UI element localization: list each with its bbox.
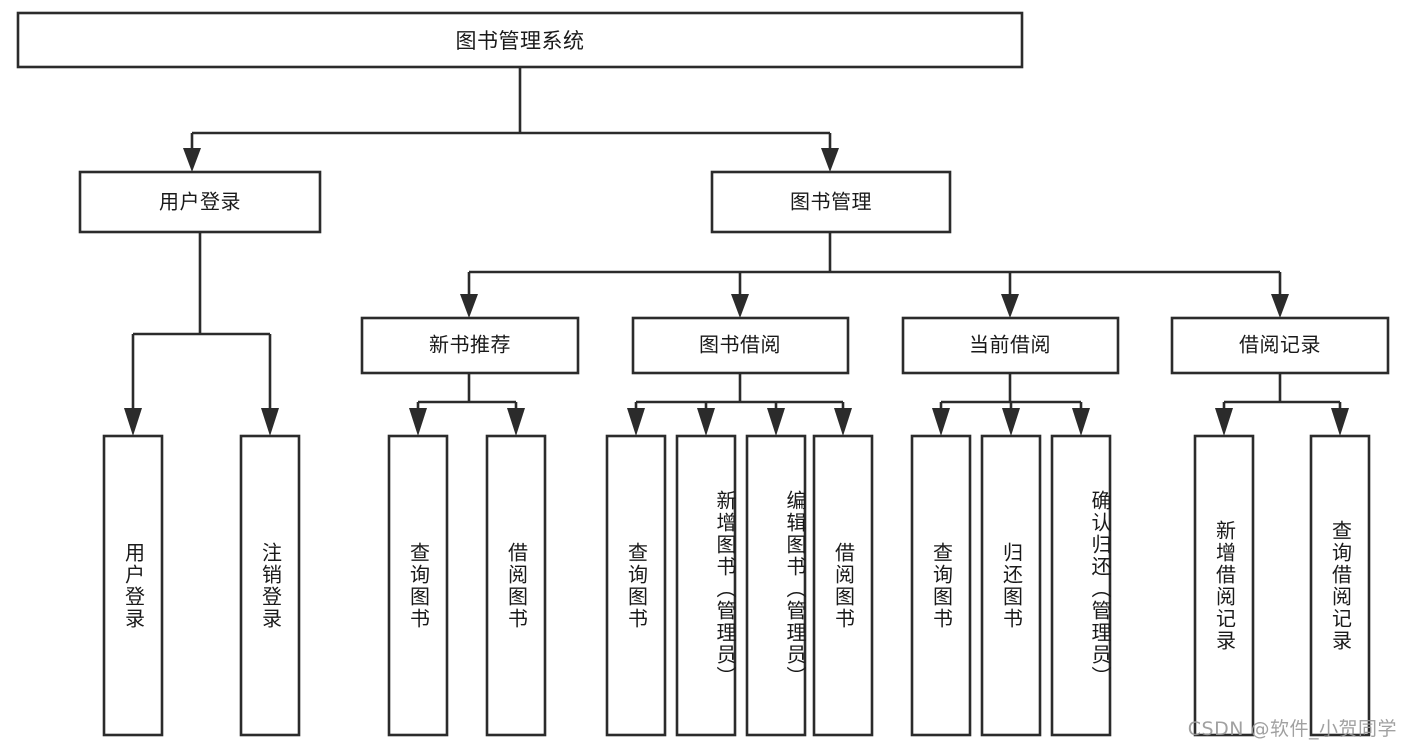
leaf-book-borrow-0[interactable]: [605, 434, 667, 737]
arrow-bookborrow-leaf4: [834, 408, 852, 436]
arrow-newbook-leaf1: [409, 408, 427, 436]
label-root-system: 图书管理系统: [456, 29, 585, 53]
arrow-bookborrow: [731, 294, 749, 318]
leaf-new-book-0[interactable]: [387, 434, 449, 737]
arrow-user-login: [183, 148, 201, 172]
label-new-book-recommend: 新书推荐: [429, 333, 511, 357]
node-box-group: [16, 11, 1390, 737]
leaf-borrow-record-1[interactable]: [1309, 434, 1371, 737]
label-current-borrow: 当前借阅: [969, 333, 1051, 357]
label-book-manage: 图书管理: [790, 190, 872, 214]
node-new-book-recommend[interactable]: [360, 316, 580, 375]
node-user-login[interactable]: [78, 170, 322, 234]
leaf-borrow-record-0[interactable]: [1193, 434, 1255, 737]
leaf-book-borrow-1[interactable]: [675, 434, 737, 737]
arrow-borrowrecord: [1271, 294, 1289, 318]
label-user-login: 用户登录: [159, 190, 241, 214]
arrow-bookborrow-leaf2: [697, 408, 715, 436]
arrow-currentborrow-leaf2: [1002, 408, 1020, 436]
leaf-new-book-1[interactable]: [485, 434, 547, 737]
leaf-current-borrow-2[interactable]: [1050, 434, 1112, 737]
arrow-newbook: [460, 294, 478, 318]
node-root-system[interactable]: [16, 11, 1024, 69]
label-book-borrow: 图书借阅: [699, 333, 781, 357]
arrow-leaf-user-login: [124, 408, 142, 436]
arrow-currentborrow-leaf3: [1072, 408, 1090, 436]
leaf-book-borrow-2[interactable]: [745, 434, 807, 737]
arrow-borrowrecord-leaf1: [1215, 408, 1233, 436]
arrow-currentborrow: [1001, 294, 1019, 318]
arrow-leaf-logout: [261, 408, 279, 436]
arrow-bookborrow-leaf3: [767, 408, 785, 436]
leaf-current-borrow-1[interactable]: [980, 434, 1042, 737]
label-borrow-record: 借阅记录: [1239, 333, 1321, 357]
node-label-group: 图书管理系统 用户登录 图书管理 新书推荐 图书借阅 当前借阅 借阅记录: [159, 29, 1321, 357]
leaf-book-borrow-3[interactable]: [812, 434, 874, 737]
arrow-borrowrecord-leaf2: [1331, 408, 1349, 436]
node-current-borrow[interactable]: [901, 316, 1120, 375]
leaf-current-borrow-0[interactable]: [910, 434, 972, 737]
node-borrow-record[interactable]: [1170, 316, 1390, 375]
node-book-manage[interactable]: [710, 170, 952, 234]
node-book-borrow[interactable]: [631, 316, 850, 375]
arrow-currentborrow-leaf1: [932, 408, 950, 436]
arrow-newbook-leaf2: [507, 408, 525, 436]
csdn-watermark: CSDN @软件_小贺同学: [1187, 718, 1397, 740]
leaf-user-login-0[interactable]: [102, 434, 164, 737]
leaf-user-login-1[interactable]: [239, 434, 301, 737]
arrow-bookborrow-leaf1: [627, 408, 645, 436]
connector-group: [124, 67, 1349, 436]
arrow-book-manage: [821, 148, 839, 172]
